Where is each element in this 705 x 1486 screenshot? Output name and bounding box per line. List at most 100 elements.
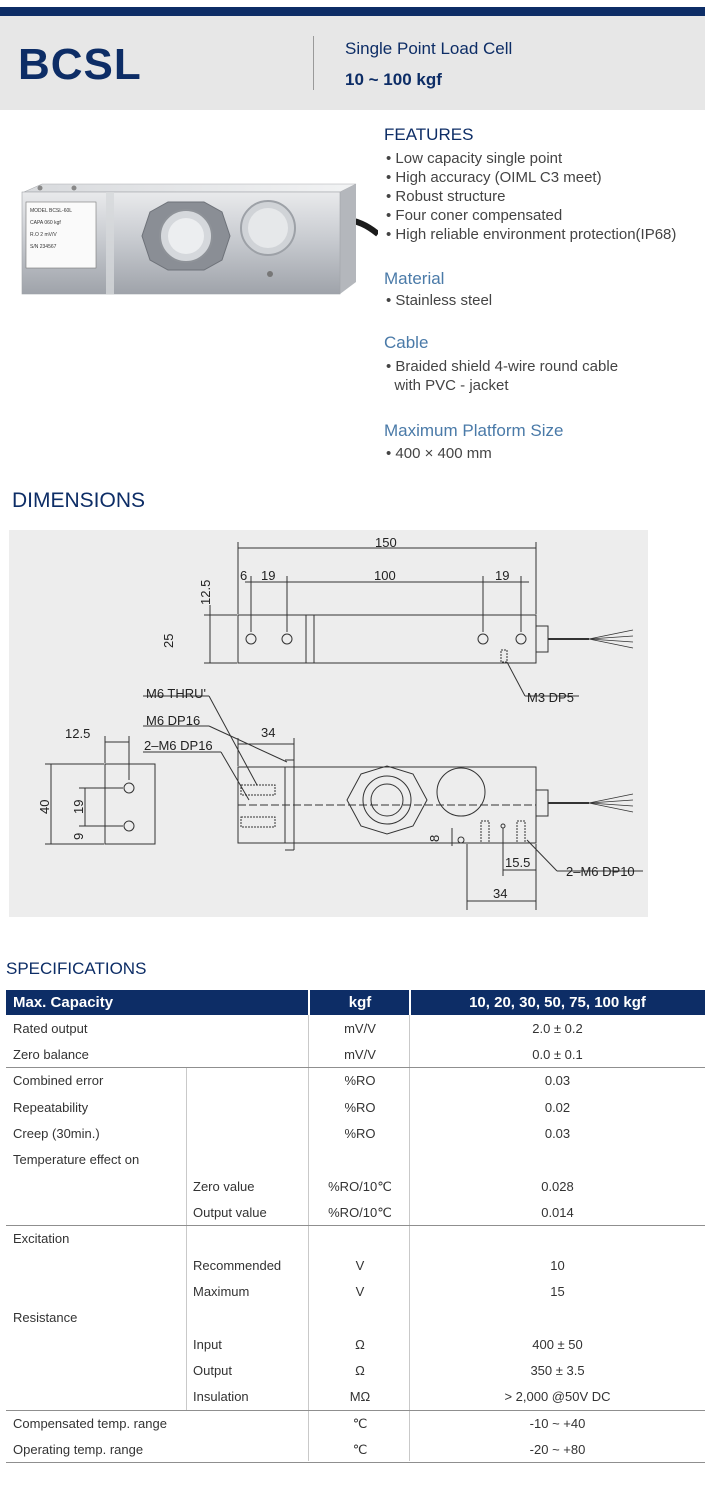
row-sublabel: Maximum — [193, 1284, 250, 1299]
feature-item: • Robust structure — [386, 188, 506, 205]
row-unit: V — [355, 1284, 365, 1299]
header-band — [0, 16, 705, 110]
col-divider — [409, 1015, 410, 1461]
row-unit: Ω — [355, 1363, 365, 1378]
cable-item: with PVC - jacket — [386, 377, 509, 394]
row-value — [410, 1305, 705, 1331]
dim-2-m6-dp16: 2–M6 DP16 — [144, 738, 213, 753]
material-title: Material — [384, 269, 445, 288]
platform-title: Maximum Platform Size — [384, 421, 564, 440]
row-value: 0.03 — [544, 1126, 571, 1141]
specifications-title: SPECIFICATIONS — [6, 959, 147, 978]
row-unit — [310, 1226, 410, 1252]
dim-m3-dp5: M3 DP5 — [527, 690, 574, 705]
cable-item: • Braided shield 4-wire round cable — [386, 358, 619, 375]
row-unit — [310, 1147, 410, 1173]
feature-item: • High accuracy (OIML C3 meet) — [386, 169, 602, 186]
dim-40: 40 — [37, 800, 52, 814]
dim-19-right: 19 — [495, 568, 509, 583]
group-separator — [6, 1410, 705, 1411]
dim-12-5: 12.5 — [198, 580, 213, 605]
row-value: 15 — [550, 1284, 565, 1299]
product-label-plate — [25, 201, 97, 269]
row-sublabel: Output value — [193, 1205, 267, 1220]
dimension-drawing: 150 100 6 19 19 12.5 25 M3 DP5 M6 THRU' … — [9, 530, 648, 917]
row-sublabel: Recommended — [193, 1258, 282, 1273]
platform-item: • 400 × 400 mm — [386, 445, 492, 462]
dim-2-m6-dp10: 2–M6 DP10 — [566, 864, 635, 879]
row-unit: %RO — [344, 1100, 376, 1115]
col-divider — [186, 1225, 187, 1410]
table-row: Temperature effect on — [6, 1147, 705, 1173]
table-row: Resistance — [6, 1305, 705, 1331]
row-value: 0.03 — [544, 1073, 571, 1088]
dimension-drawing-svg: 150 100 6 19 19 12.5 25 M3 DP5 M6 THRU' … — [37, 535, 643, 910]
load-cell-product-image: MODEL BCSL-60L CAPA 060 kgf R.O 2 mV/V S… — [21, 183, 378, 295]
material-item: • Stainless steel — [386, 292, 493, 309]
row-sublabel: Output — [193, 1363, 233, 1378]
row-value: 0.0 ± 0.1 — [532, 1047, 583, 1062]
row-unit: %RO/10℃ — [328, 1179, 392, 1194]
table-row: Zero value %RO/10℃ 0.028 — [6, 1174, 705, 1200]
feature-item: • High reliable environment protection(I… — [386, 226, 677, 243]
row-sublabel: Zero value — [193, 1179, 255, 1194]
features-title: FEATURES — [384, 125, 474, 144]
row-label: Creep (30min.) — [13, 1126, 100, 1141]
dim-150: 150 — [375, 535, 397, 550]
row-value: 0.028 — [541, 1179, 574, 1194]
row-unit: %RO/10℃ — [328, 1205, 392, 1220]
table-row: Output Ω 350 ± 3.5 — [6, 1358, 705, 1384]
header-capacities: 10, 20, 30, 50, 75, 100 kgf — [469, 994, 646, 1011]
row-unit: %RO — [344, 1073, 376, 1088]
row-label: Rated output — [13, 1021, 88, 1036]
dim-19-left: 19 — [261, 568, 275, 583]
dim-12-5-side: 12.5 — [65, 726, 90, 741]
table-row: Maximum V 15 — [6, 1279, 705, 1305]
top-accent-bar — [0, 7, 705, 16]
header-unit: kgf — [348, 994, 372, 1011]
table-row: Compensated temp. range℃-10 ~ +40 — [6, 1411, 705, 1437]
dim-m6-thru: M6 THRU' — [146, 686, 206, 701]
cable-title: Cable — [384, 333, 429, 352]
row-sublabel: Input — [193, 1337, 222, 1352]
product-subtitle: Single Point Load Cell — [345, 39, 513, 58]
header-separator — [308, 990, 310, 1015]
row-value: -20 ~ +80 — [529, 1442, 586, 1457]
table-bottom-border — [6, 1462, 705, 1463]
header-divider — [313, 36, 314, 90]
dim-25: 25 — [161, 634, 176, 648]
row-value: 350 ± 3.5 — [530, 1363, 585, 1378]
col-divider — [308, 1015, 309, 1461]
row-value: 0.02 — [544, 1100, 571, 1115]
label-capa: CAPA 060 kgf — [30, 220, 61, 226]
row-label: Compensated temp. range — [13, 1416, 167, 1431]
dim-8: 8 — [427, 835, 442, 842]
dim-34-bottom: 34 — [493, 886, 507, 901]
table-row: Excitation — [6, 1226, 705, 1252]
label-ro: R.O 2 mV/V — [30, 232, 57, 238]
feature-item: • Four coner compensated — [386, 207, 563, 224]
row-unit: MΩ — [349, 1389, 371, 1404]
row-label: Repeatability — [13, 1100, 89, 1115]
dim-m6-dp16: M6 DP16 — [146, 713, 200, 728]
dim-15-5: 15.5 — [505, 855, 530, 870]
row-label: Resistance — [13, 1310, 78, 1325]
dim-100: 100 — [374, 568, 396, 583]
row-sublabel: Insulation — [193, 1389, 249, 1404]
row-value: 10 — [550, 1258, 565, 1273]
row-unit: mV/V — [344, 1047, 376, 1062]
table-row: Operating temp. range℃-20 ~ +80 — [6, 1437, 705, 1463]
row-value — [410, 1226, 705, 1252]
label-sn: S/N 234567 — [30, 244, 57, 250]
dim-9: 9 — [71, 833, 86, 840]
row-unit — [310, 1305, 410, 1331]
row-value: 400 ± 50 — [532, 1337, 583, 1352]
feature-item: • Low capacity single point — [386, 150, 563, 167]
